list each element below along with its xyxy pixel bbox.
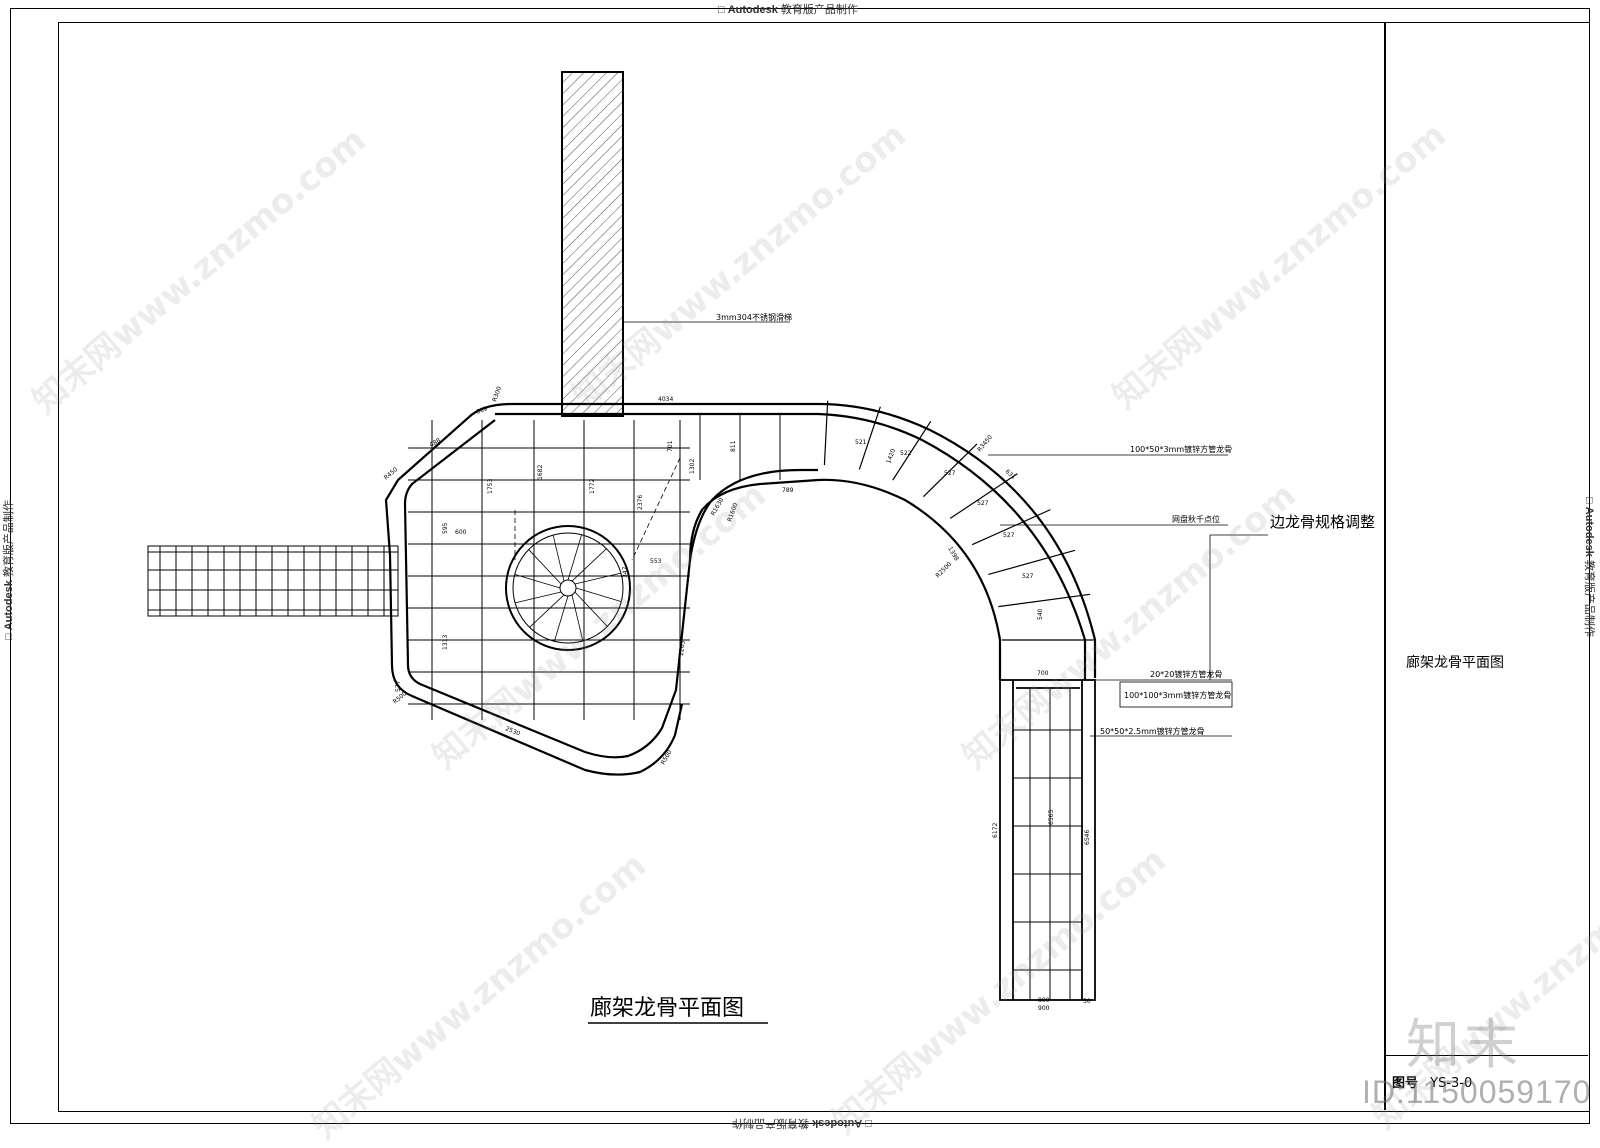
leader-lines <box>623 321 1268 737</box>
spiral-stair <box>505 525 631 651</box>
dashed-lines <box>514 457 681 561</box>
arc-rib <box>949 473 1018 519</box>
dim-r8: R500 <box>660 749 674 766</box>
dim-r2: R450 <box>383 466 400 482</box>
arc-rib <box>988 549 1076 576</box>
sheet-no-row: 图号 YS-3-0 <box>1392 1072 1472 1091</box>
dim-d13: 595 <box>442 522 449 534</box>
callout-tube-20x20: 20*20镀锌方管龙骨 <box>1150 669 1222 679</box>
dim-d6: 701 <box>667 440 674 452</box>
dim-a5: 527 <box>1003 532 1015 539</box>
dim-r1: R300 <box>491 385 503 402</box>
deck-grid <box>408 414 781 720</box>
dim-d21: 50 <box>1083 998 1091 1005</box>
callout-slide: 3mm304不锈钢滑梯 <box>716 312 792 322</box>
dim-d1: 1753 <box>487 479 494 494</box>
stair-spoke <box>575 587 622 602</box>
dim-a9: 1398 <box>946 546 960 563</box>
arc-ribs <box>823 400 1096 641</box>
dim-d17: 6172 <box>992 823 999 838</box>
dim-a12: 669 <box>475 405 488 416</box>
callout-swing: 网盘秋千点位 <box>1172 514 1220 524</box>
top-edge-stamp: □ Autodesk 教育版产品制作 <box>718 4 858 16</box>
dimension-labels: 4034 1753 1682 1772 2376 1302 701 811 13… <box>383 385 1091 1012</box>
stair-spoke <box>554 595 569 642</box>
stair-spoke <box>528 549 562 585</box>
dim-a8: 1420 <box>885 448 897 465</box>
dim-d19: 800 <box>1038 997 1050 1004</box>
arc-rib <box>823 400 829 466</box>
stair-spoke <box>571 594 584 642</box>
watermark-logo: 知末 <box>1406 1013 1522 1076</box>
stair-spoke <box>567 534 582 581</box>
dim-r5: R2500 <box>934 561 953 580</box>
bridge-walkway <box>147 545 399 617</box>
dim-a11: 577 <box>395 680 402 692</box>
callout-edge-adjust: 边龙骨规格调整 <box>1270 513 1375 531</box>
callout-tube-100x50: 100*50*3mm镀锌方管龙骨 <box>1130 444 1232 454</box>
slide-shape <box>561 71 624 417</box>
dim-d8: 1313 <box>442 635 449 650</box>
dim-d4: 2376 <box>637 495 644 510</box>
dim-a3: 527 <box>944 470 956 477</box>
inner-frame <box>58 22 1590 1112</box>
callout-tube-100x100: 100*100*3mm镀锌方管龙骨 <box>1124 690 1231 700</box>
stair-spoke <box>514 574 561 589</box>
arc-rib <box>922 443 978 498</box>
dim-d18: 6546 <box>1084 830 1091 845</box>
dim-d11: 789 <box>782 487 794 494</box>
dim-a13: 488 <box>429 437 443 449</box>
callout-box-100x100 <box>1119 681 1233 708</box>
dim-a7: 540 <box>1037 608 1044 620</box>
dim-r7: R3450 <box>976 434 994 454</box>
dim-a10: 631 <box>1004 468 1017 481</box>
title-block-bottom-line <box>1384 1055 1588 1056</box>
deck-outline <box>384 402 1097 776</box>
dim-a1: 521 <box>855 439 867 446</box>
dim-d22: 700 <box>1037 670 1049 677</box>
stair-spoke <box>529 594 565 628</box>
stair-spoke <box>552 534 565 582</box>
dim-d20: 900 <box>1038 1005 1050 1012</box>
dim-top-length: 4034 <box>658 396 673 403</box>
stair-spoke <box>574 572 622 585</box>
stair-spoke <box>571 548 607 582</box>
watermark-id: ID:1150059170 <box>1362 1074 1592 1110</box>
arc-rib <box>998 593 1091 608</box>
dim-d10: 2263 <box>678 640 687 656</box>
stair-spoke <box>574 591 608 627</box>
dim-d15: 347 <box>622 566 629 578</box>
sheet-no: YS-3-0 <box>1430 1076 1473 1091</box>
dim-d2: 1682 <box>537 465 544 480</box>
drawing-main-title: 廊架龙骨平面图 <box>590 996 744 1021</box>
dim-a6: 527 <box>1022 573 1034 580</box>
dim-d16: 6565 <box>1048 810 1055 825</box>
arm-rungs <box>1013 688 1082 1000</box>
stair-spokes <box>514 534 622 642</box>
dim-d5: 1302 <box>689 459 696 474</box>
dim-a2: 522 <box>900 450 912 457</box>
dim-r4: R1600 <box>726 502 739 523</box>
title-block-divider <box>1384 22 1386 1110</box>
dim-d7: 811 <box>730 440 737 452</box>
arc-rib <box>892 420 932 481</box>
arc-rib <box>858 406 881 470</box>
callout-tube-50x50: 50*50*2.5mm镀锌方管龙骨 <box>1100 726 1205 736</box>
stair-spoke <box>514 591 562 604</box>
dim-a4: 527 <box>977 500 989 507</box>
sheet-title: 廊架龙骨平面图 <box>1406 655 1504 671</box>
dim-d3: 1772 <box>589 479 596 494</box>
dim-d12: 600 <box>455 529 467 536</box>
dim-d14: 553 <box>650 558 662 565</box>
arc-rib <box>971 509 1051 546</box>
bridge-rungs <box>159 546 385 616</box>
sheet-no-label: 图号 <box>1392 1076 1419 1091</box>
vertical-arm <box>999 679 1096 1001</box>
